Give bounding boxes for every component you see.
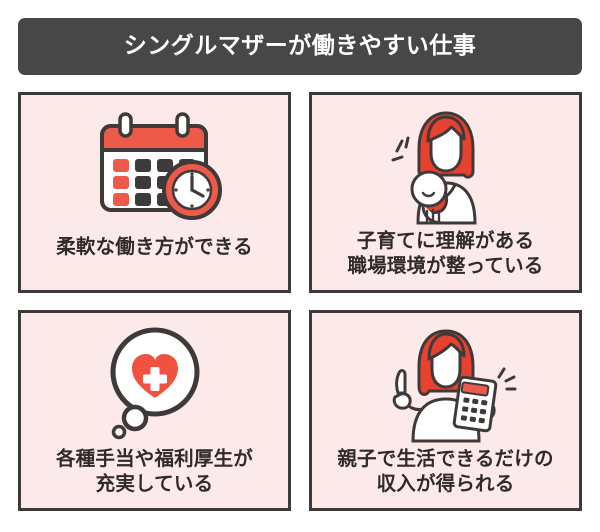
card-art bbox=[312, 105, 579, 225]
header-bar: シングルマザーが働きやすい仕事 bbox=[18, 18, 582, 75]
card-label: 各種手当や福利厚生が 充実している bbox=[56, 447, 253, 497]
card-label-line: 収入が得られる bbox=[376, 471, 515, 495]
page-title: シングルマザーが働きやすい仕事 bbox=[123, 33, 477, 59]
card-label-line: 充実している bbox=[95, 471, 214, 495]
card-label-line: 子育てに理解がある bbox=[356, 229, 535, 252]
card-childcare-understanding[interactable]: 子育てに理解がある 職場環境が整っている bbox=[309, 92, 582, 293]
card-benefits[interactable]: 各種手当や福利厚生が 充実している bbox=[18, 310, 291, 511]
card-art bbox=[21, 105, 288, 225]
card-label: 柔軟な働き方ができる bbox=[56, 235, 253, 260]
card-art bbox=[21, 323, 288, 443]
card-label: 親子で生活できるだけの 収入が得られる bbox=[337, 447, 553, 497]
mother-holding-baby-icon bbox=[371, 105, 521, 225]
card-sufficient-income[interactable]: 親子で生活できるだけの 収入が得られる bbox=[309, 310, 582, 511]
card-label-line: 各種手当や福利厚生が bbox=[55, 447, 253, 470]
card-label: 子育てに理解がある 職場環境が整っている bbox=[347, 229, 543, 279]
thought-bubble-heart-plus-icon bbox=[85, 324, 225, 442]
card-art bbox=[312, 323, 579, 443]
calendar-clock-icon bbox=[80, 106, 230, 224]
card-grid: 柔軟な働き方ができる bbox=[18, 92, 582, 511]
card-label-line: 柔軟な働き方ができる bbox=[56, 235, 253, 258]
card-flexible-work[interactable]: 柔軟な働き方ができる bbox=[18, 92, 291, 293]
card-label-line: 職場環境が整っている bbox=[347, 253, 544, 277]
card-label-line: 親子で生活できるだけの bbox=[337, 447, 554, 470]
woman-with-calculator-icon bbox=[371, 323, 521, 443]
